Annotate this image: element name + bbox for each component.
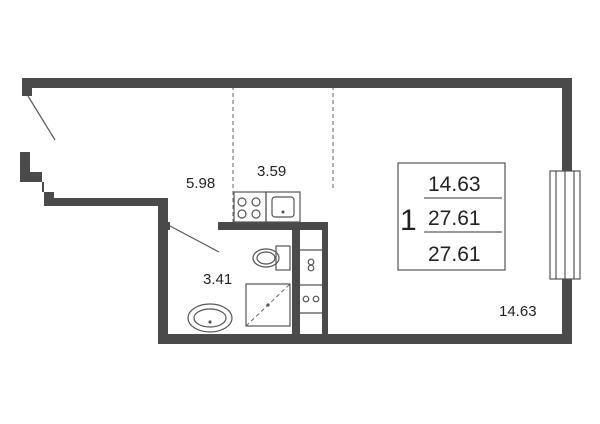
bathroom-area-label: 3.41 <box>203 271 232 288</box>
entrance-door-icon <box>27 95 56 141</box>
stove-icon <box>233 191 267 223</box>
walls <box>20 78 572 344</box>
hall-area-label: 5.98 <box>186 175 215 192</box>
toilet-icon <box>252 245 291 271</box>
utility-shaft-icon <box>300 249 322 314</box>
living-area-value: 14.63 <box>428 173 481 196</box>
room-count: 1 <box>400 204 417 237</box>
area-summary-box: 1 14.63 27.61 27.61 <box>397 162 506 271</box>
bathroom-door-icon <box>169 225 220 253</box>
kitchen-area-label: 3.59 <box>257 163 286 180</box>
washbasin-icon <box>187 303 233 333</box>
window-icon <box>549 170 581 280</box>
total-area-with-balcony-value: 27.61 <box>428 243 481 266</box>
total-area-value: 27.61 <box>428 207 481 230</box>
kitchen-sink-icon <box>265 191 301 223</box>
zone-dividers <box>232 86 334 222</box>
living-area-label: 14.63 <box>499 303 537 320</box>
shower-icon <box>245 283 291 327</box>
